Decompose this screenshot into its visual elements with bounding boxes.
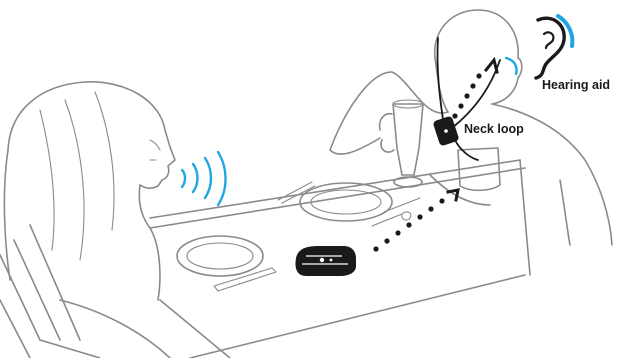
neck-loop-label: Neck loop — [464, 122, 524, 136]
hearing-aid-label: Hearing aid — [542, 78, 610, 92]
bluetooth-transmitter-icon — [295, 246, 356, 276]
beer-glass — [393, 100, 423, 187]
hearing-aid-on-ear — [506, 58, 517, 74]
signal-path-loop-to-aid — [452, 60, 497, 119]
woman-speaking — [0, 82, 175, 358]
plate-near — [177, 236, 263, 276]
ear-icon — [536, 16, 572, 78]
sound-wave-icon — [182, 152, 226, 205]
